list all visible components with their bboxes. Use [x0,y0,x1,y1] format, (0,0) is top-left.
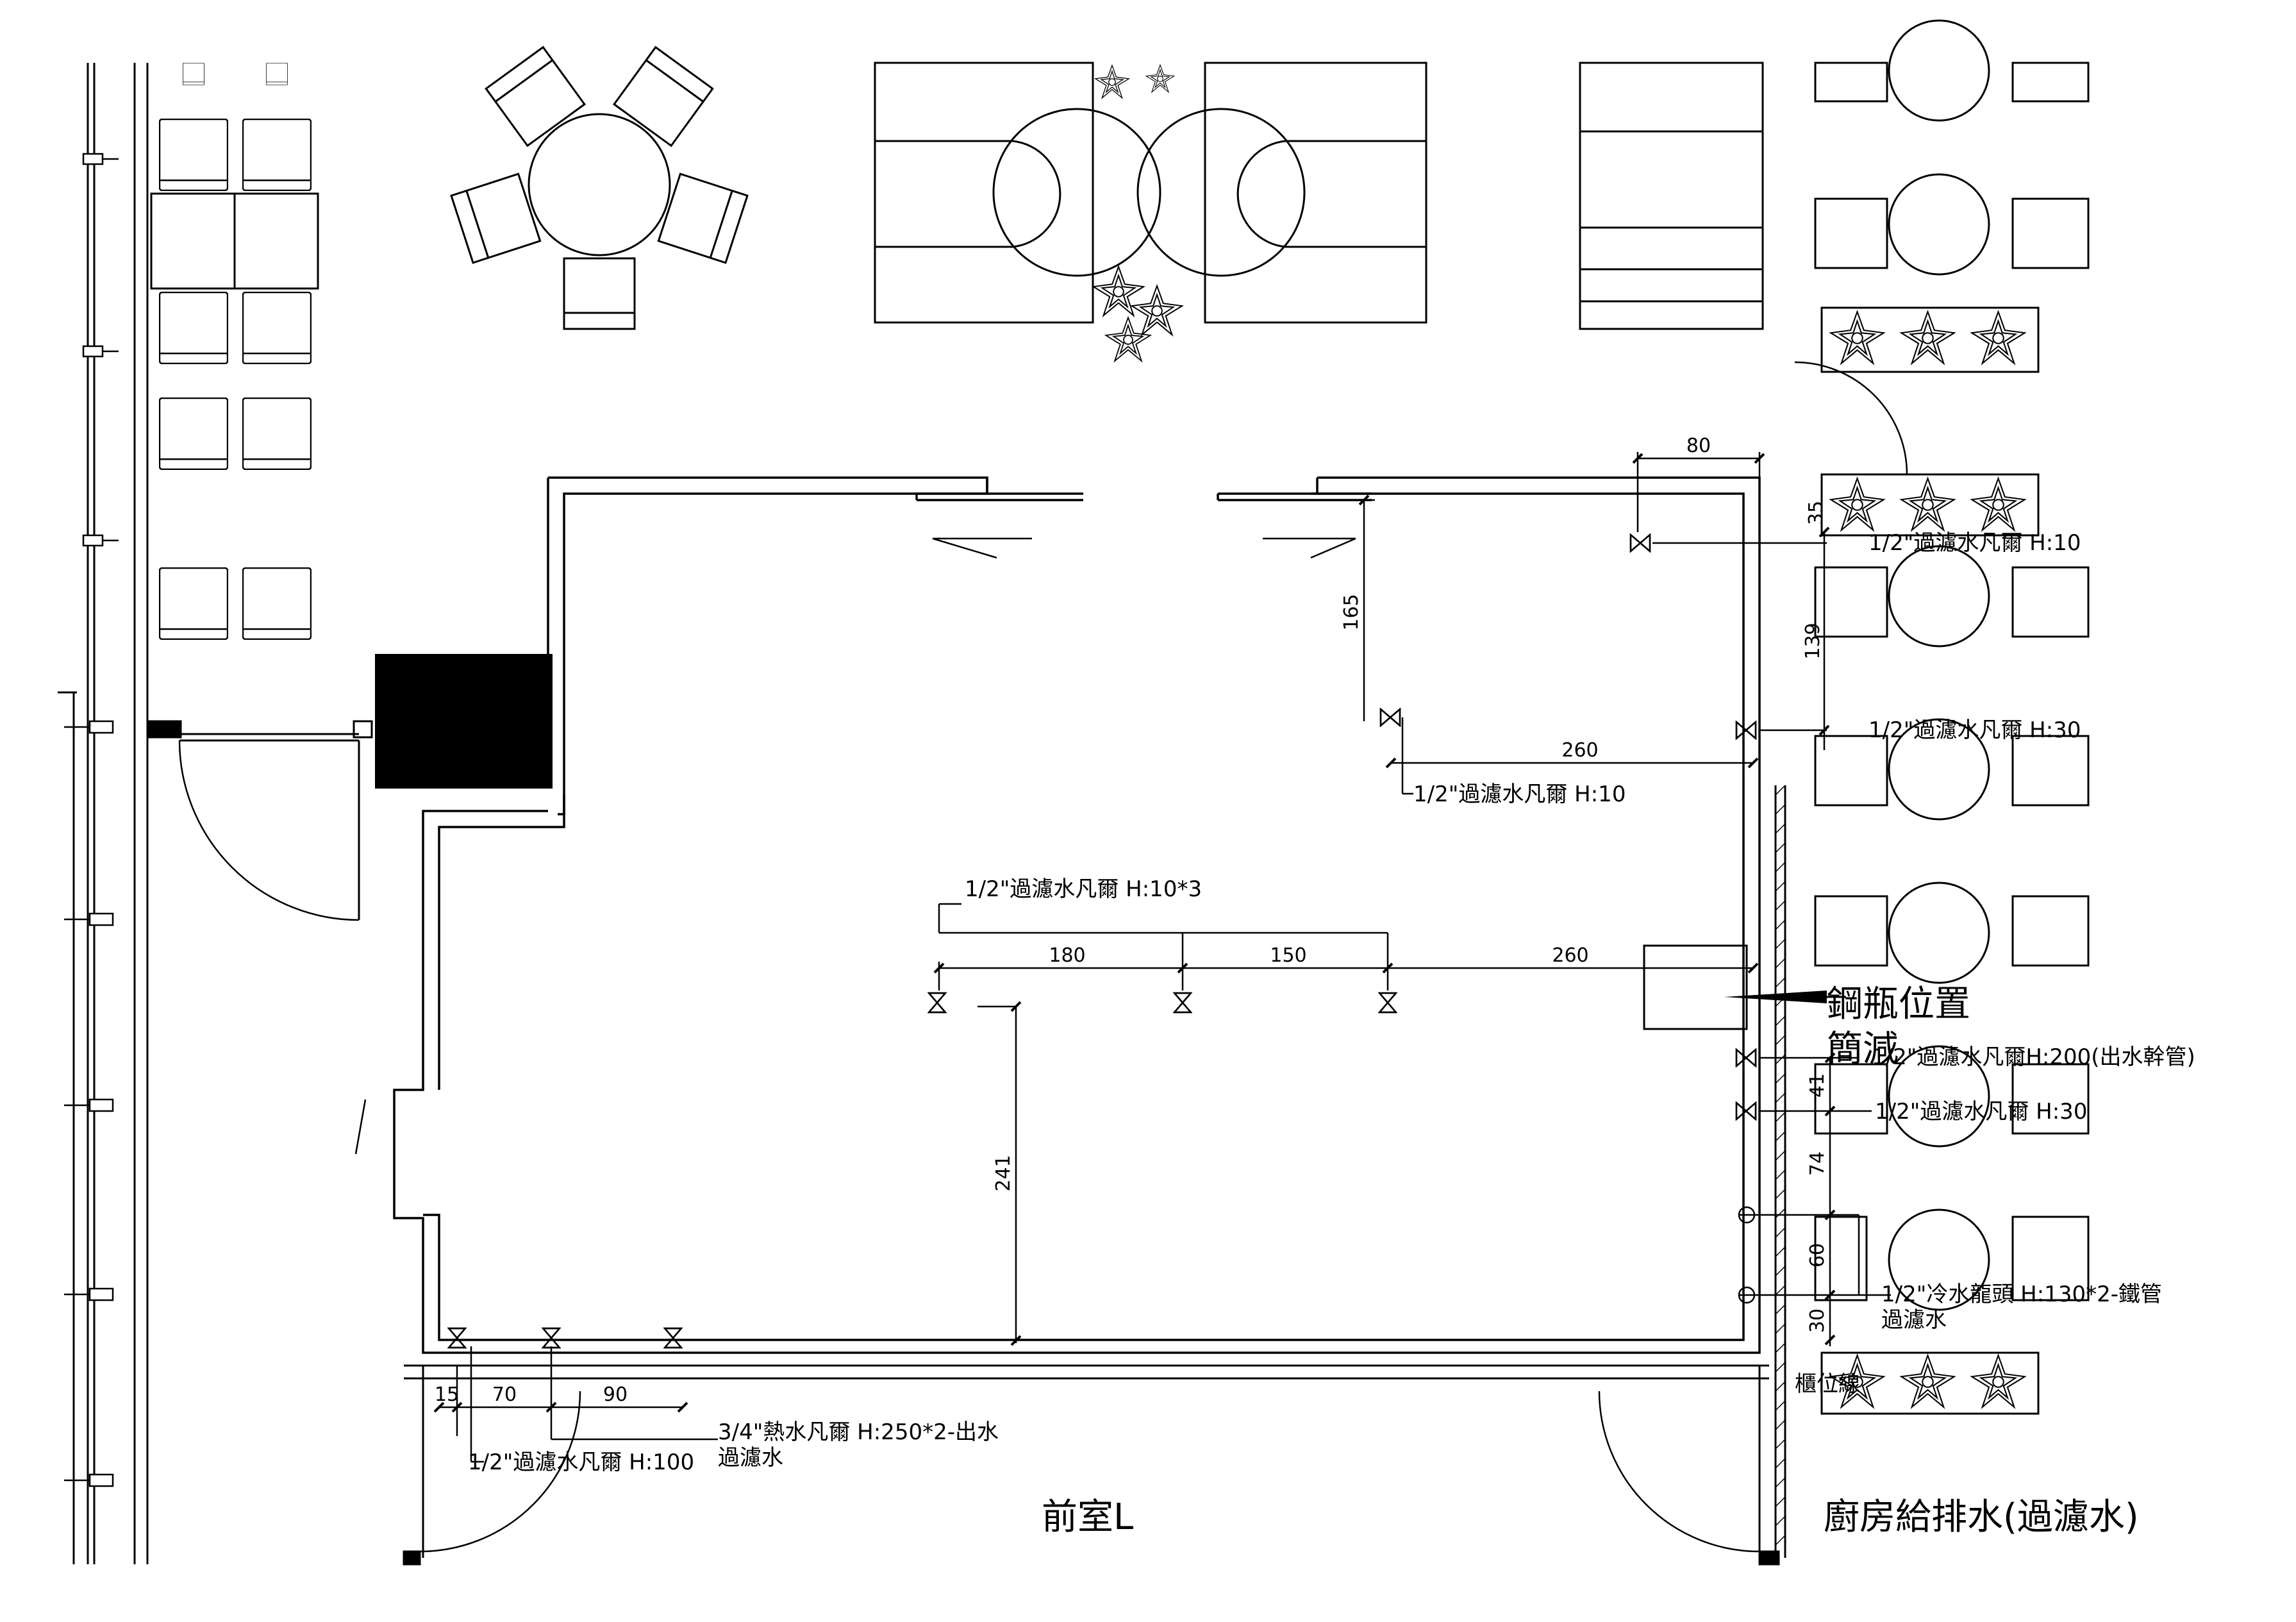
dim-139: 139 [1802,623,1824,659]
center-planting [1092,64,1183,362]
dim-90: 90 [603,1384,628,1406]
left-railing-posts [64,153,119,1487]
sofa-set [1579,62,1764,330]
booth-seating [874,62,1427,324]
structural-column [375,654,553,789]
counter-hatch [1775,785,1786,1546]
valve-symbols [447,533,1757,1349]
dim-41: 41 [1806,1073,1829,1098]
dim-30: 30 [1806,1308,1829,1333]
callout-counter-line: 櫃位線 [1795,1371,1860,1397]
gas-cylinder-box [1643,944,1748,1030]
dim-74: 74 [1806,1151,1829,1176]
dim-150: 150 [1270,944,1306,967]
dim-260-upper: 260 [1561,739,1598,762]
callout-valve-top-right: 1/2"過濾水凡爾 H:10 [1868,530,2081,556]
callout-cylinder-location: 鋼瓶位置 [1827,983,1970,1025]
callout-valve-row-x3: 1/2"過濾水凡爾 H:10*3 [965,876,1202,902]
dim-180: 180 [1049,944,1085,967]
drawing-title: 廚房給排水(過濾水) [1824,1496,2139,1538]
cylinder-arrow [1724,991,1827,1003]
left-corridor [58,63,149,1564]
callout-cylinder-note: 簡減 [1827,1028,1899,1070]
kitchen-window-marks [354,537,1356,1155]
dim-60: 60 [1806,1243,1829,1267]
faucet-symbols [1738,1206,1756,1304]
callout-hot-water-filtered: 過濾水 [718,1445,783,1471]
dim-80: 80 [1686,435,1711,457]
callout-valve-200: 1/2"過濾水凡爾H:200(出水幹管) [1872,1044,2195,1070]
callout-faucet-filtered: 過濾水 [1881,1307,1947,1333]
dim-35: 35 [1805,501,1827,525]
right-table-sets [1814,19,2090,1311]
dim-260-middle: 260 [1552,944,1588,967]
dim-15: 15 [435,1384,459,1406]
right-door-swing [1794,361,1908,475]
callout-faucet: 1/2"冷水龍頭 H:130*2-鐵管 [1881,1282,2162,1307]
kitchen-walls [393,476,1761,1354]
callout-valve-right-30: 1/2"過濾水凡爾 H:30 [1868,717,2081,743]
callout-valve-100: 1/2"過濾水凡爾 H:100 [468,1450,694,1475]
callout-valve-right-30b: 1/2"過濾水凡爾 H:30 [1875,1099,2087,1125]
dimension-lines [439,452,1831,1436]
dim-241: 241 [992,1155,1015,1191]
bottom-doors [403,1364,1780,1566]
dim-165: 165 [1340,594,1363,630]
leader-lines [470,542,1891,1463]
left-entry-door [147,720,373,921]
round-table-set [450,46,749,330]
callout-valve-center-10: 1/2"過濾水凡爾 H:10 [1413,782,1626,807]
front-room-label: 前室L [1042,1496,1133,1538]
dimension-ticks [433,453,1836,1413]
left-table-set [150,63,319,640]
callout-hot-water: 3/4"熱水凡爾 H:250*2-出水 [718,1419,999,1445]
dim-70: 70 [492,1384,517,1406]
right-planters [1820,306,2040,1415]
